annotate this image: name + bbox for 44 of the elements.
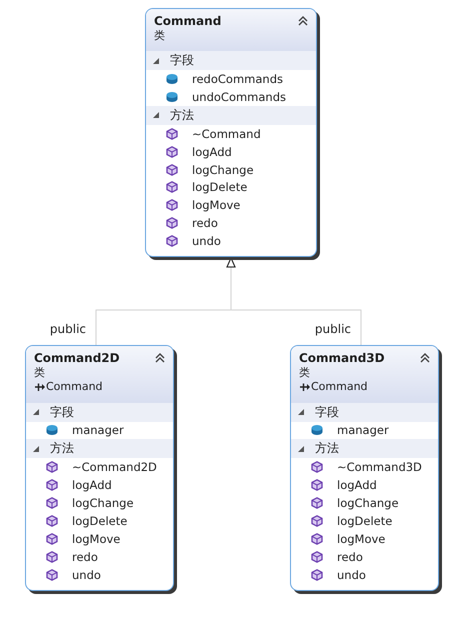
section-header: 字段 — [146, 51, 316, 70]
class-box — [145, 8, 317, 258]
member-name: redo — [337, 550, 363, 564]
member-name: logDelete — [192, 180, 248, 194]
class-name: Command2D — [34, 351, 120, 365]
member-name: logMove — [192, 198, 240, 212]
member-name: redoCommands — [192, 72, 283, 86]
section-header: 方法 — [26, 439, 173, 458]
edge-label: public — [312, 322, 353, 336]
section-header: 字段 — [26, 402, 173, 422]
section-header: 方法 — [146, 106, 316, 125]
stereotype-label: 类 — [299, 365, 310, 380]
section-header: 字段 — [291, 402, 438, 422]
member-name: logChange — [337, 496, 399, 510]
edge-label: public — [48, 322, 88, 336]
member-name: ~Command3D — [337, 460, 422, 474]
class-name: Command — [154, 14, 222, 28]
member-name: undo — [192, 234, 221, 248]
member-name: logAdd — [337, 478, 377, 492]
member-name: manager — [72, 423, 124, 438]
section-header: 方法 — [291, 439, 438, 458]
member-name: logDelete — [337, 514, 392, 528]
member-name: ~Command2D — [72, 460, 157, 474]
class-name: Command3D — [299, 351, 385, 365]
member-name: logChange — [72, 496, 134, 510]
base-class-label: Command — [46, 380, 103, 393]
class-box — [290, 345, 439, 591]
member-name: manager — [337, 423, 389, 438]
stereotype-label: 类 — [34, 365, 45, 380]
class-box — [25, 345, 174, 591]
member-name: logMove — [72, 532, 120, 546]
member-name: logAdd — [192, 144, 232, 159]
member-name: undo — [72, 568, 101, 582]
member-name: redo — [192, 216, 218, 230]
member-name: redo — [72, 550, 98, 564]
member-name: undoCommands — [192, 90, 286, 104]
member-name: logAdd — [72, 478, 112, 492]
member-name: logChange — [192, 162, 254, 176]
stereotype-label: 类 — [154, 28, 165, 43]
member-name: ~Command — [192, 126, 261, 141]
member-name: logDelete — [72, 514, 128, 528]
member-name: undo — [337, 568, 366, 582]
member-name: logMove — [337, 532, 386, 546]
base-class-label: Command — [311, 380, 368, 393]
